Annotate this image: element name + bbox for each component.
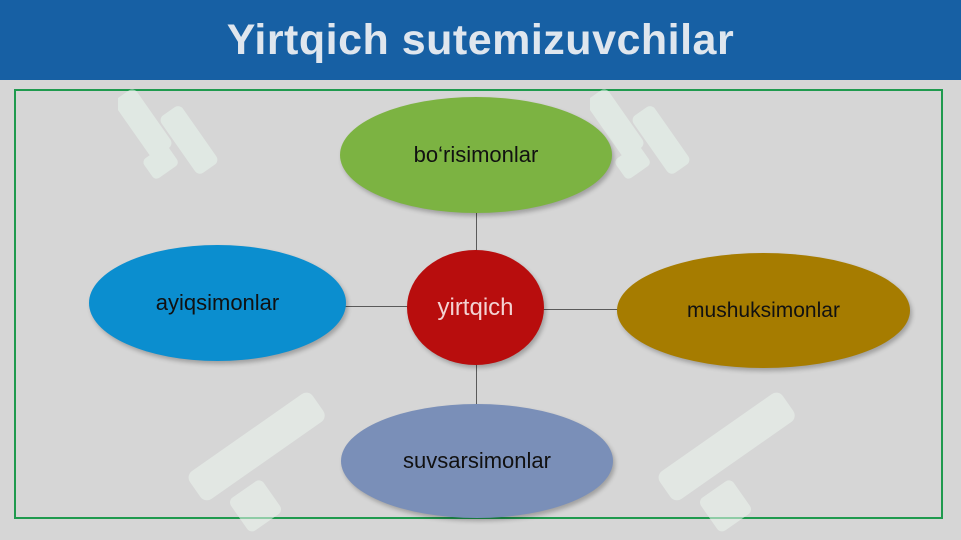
slide-title: Yirtqich sutemizuvchilar — [226, 15, 735, 64]
node-ayiqsimonlar: ayiqsimonlar — [89, 245, 346, 361]
connector-top — [476, 212, 477, 252]
title-bar: Yirtqich sutemizuvchilar — [0, 0, 961, 80]
node-label: bo‘risimonlar — [413, 142, 539, 167]
connector-right — [543, 309, 619, 310]
diagram-frame — [14, 89, 943, 519]
connector-left — [345, 306, 409, 307]
node-label: mushuksimonlar — [687, 298, 840, 322]
connector-bottom — [476, 364, 477, 406]
node-borisimonlar: bo‘risimonlar — [340, 97, 612, 213]
node-center-yirtqich: yirtqich — [407, 250, 544, 365]
node-label: yirtqich — [437, 293, 514, 321]
node-label: suvsarsimonlar — [403, 448, 551, 473]
node-suvsarsimonlar: suvsarsimonlar — [341, 404, 613, 518]
node-mushuksimonlar: mushuksimonlar — [617, 253, 910, 368]
node-label: ayiqsimonlar — [155, 290, 280, 315]
